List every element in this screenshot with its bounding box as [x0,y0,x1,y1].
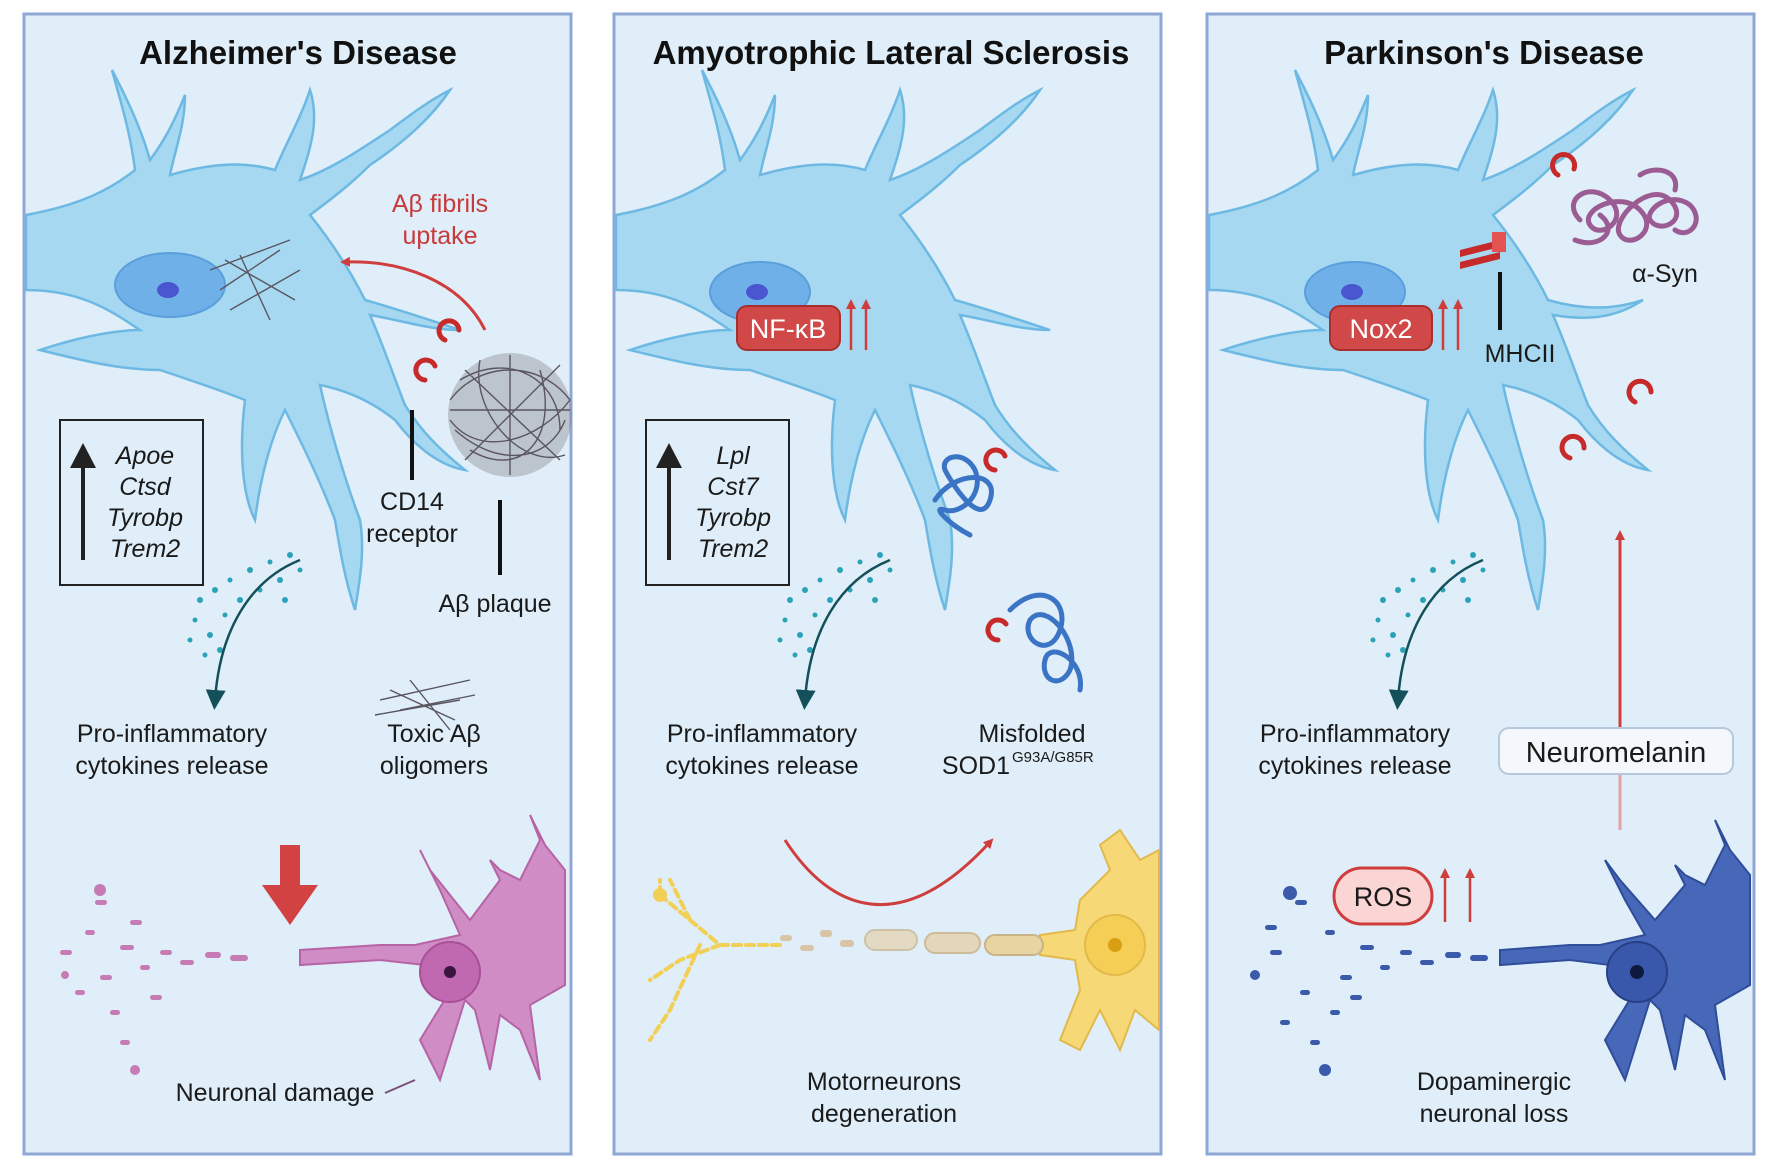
plaque-label: Aβ plaque [438,590,551,618]
gene-item: Tyrobp [107,504,183,532]
mhcii-label: MHCII [1485,340,1556,368]
gene-item: Apoe [114,442,174,470]
neuron-als [648,828,1160,1053]
cytokine-label-line2: cytokines release [665,752,858,780]
oligomer-icon [374,679,476,731]
cytokine-arrow [795,558,891,710]
gene-item: Tyrobp [695,504,771,532]
oligomer-label-line2: oligomers [380,752,488,780]
damage-arrow [262,845,318,925]
panel-title: Parkinson's Disease [1324,34,1644,71]
nox2-badge: Nox2 [1329,299,1463,351]
receptor-icon [1550,152,1578,178]
degeneration-label-line1: Motorneurons [807,1068,961,1096]
panel-als: Amyotrophic Lateral Sclerosis NF-κB Lpl … [612,12,1163,1156]
panel-title: Alzheimer's Disease [139,34,457,71]
nfkb-badge: NF-κB [736,299,871,351]
receptor-icon [985,617,1009,643]
misfolded-protein-icon [1007,592,1083,693]
loss-label-line1: Dopaminergic [1417,1068,1571,1096]
cytokine-dots [187,552,303,658]
cytokine-dots [777,552,893,658]
damage-pointer [384,1079,416,1094]
mhcii-receptor-icon [1460,232,1506,269]
damage-label: Neuronal damage [176,1079,375,1107]
cytokine-arrow [205,558,301,710]
uptake-label-line1: Aβ fibrils [392,190,488,218]
sod-label: SOD1 [942,752,1010,780]
receptor-icon [1559,434,1587,461]
degeneration-arrow [783,838,994,907]
receptor-icon [436,318,462,343]
receptor-icon [983,447,1008,473]
badge-label: NF-κB [750,314,827,344]
badge-label: Nox2 [1349,314,1412,344]
alpha-syn-icon [1571,189,1699,243]
gene-box: Lpl Cst7 Tyrobp Trem2 [645,419,790,586]
oligomer-label-line1: Toxic Aβ [387,720,481,748]
misfolded-label: Misfolded [979,720,1086,748]
receptor-icon [1626,378,1654,405]
sod-superscript: G93A/G85R [1012,749,1094,766]
panel-title: Amyotrophic Lateral Sclerosis [653,34,1130,71]
cytokine-label-line1: Pro-inflammatory [1260,720,1451,748]
cytokine-label-line1: Pro-inflammatory [77,720,268,748]
neuron-ad [60,814,566,1083]
cytokine-arrow [1388,558,1484,710]
cytokine-label-line2: cytokines release [75,752,268,780]
ros-label: ROS [1354,882,1413,912]
gene-item: Ctsd [119,473,172,501]
ros-badge: ROS [1332,866,1475,926]
syn-label: α-Syn [1632,260,1698,288]
misfolded-protein-icon [932,454,994,538]
abeta-plaque [448,353,572,477]
uptake-label-line2: uptake [402,222,477,250]
panel-alzheimers: Alzheimer's Disease Aβ fibrils uptake CD… [22,12,573,1156]
gene-item: Trem2 [698,535,768,563]
receptor-label-line1: CD14 [380,488,444,516]
gene-item: Trem2 [110,535,180,563]
degeneration-label-line2: degeneration [811,1100,957,1128]
receptor-icon [413,357,438,383]
gene-box: Apoe Ctsd Tyrobp Trem2 [59,419,204,586]
neuron-pd [1250,819,1751,1083]
receptor-label-line2: receptor [366,520,458,548]
microglia-cell [24,69,470,611]
neuromelanin-box [1498,727,1734,775]
cytokine-label-line2: cytokines release [1258,752,1451,780]
neuromelanin-label: Neuromelanin [1526,737,1707,769]
cytokine-label-line1: Pro-inflammatory [667,720,858,748]
uptake-arrow [340,256,487,331]
panel-parkinsons: Parkinson's Disease Nox2 MHCII α-Syn [1205,12,1756,1156]
gene-item: Lpl [716,442,751,470]
gene-item: Cst7 [707,473,760,501]
loss-label-line2: neuronal loss [1420,1100,1569,1128]
